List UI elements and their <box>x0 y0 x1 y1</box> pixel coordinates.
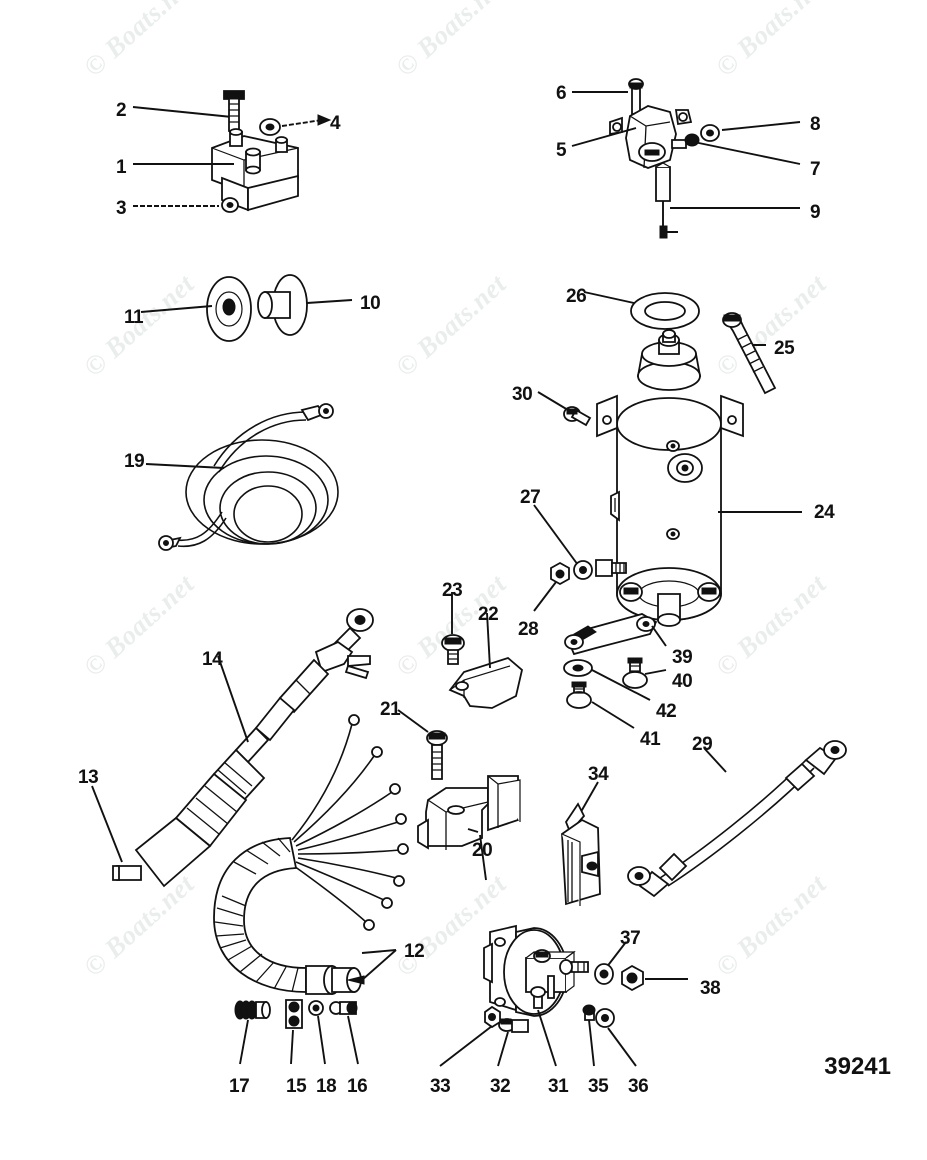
callout-15: 15 <box>286 1076 307 1097</box>
callout-31: 31 <box>548 1076 569 1097</box>
callout-40: 40 <box>672 671 693 692</box>
callout-18: 18 <box>316 1076 337 1097</box>
callout-37: 37 <box>620 928 641 949</box>
callout-4: 4 <box>330 113 341 134</box>
callout-2: 2 <box>116 100 127 121</box>
callout-20: 20 <box>472 840 493 861</box>
callout-6: 6 <box>556 83 567 104</box>
part-group-bracket-34 <box>561 781 601 906</box>
callout-11: 11 <box>124 307 144 328</box>
callout-28: 28 <box>518 619 539 640</box>
callout-41: 41 <box>640 729 661 750</box>
part-group-small-hardware <box>234 999 359 1065</box>
callout-14: 14 <box>202 649 223 670</box>
part-group-strap-hardware <box>563 613 667 729</box>
callout-39: 39 <box>672 647 693 668</box>
callout-19: 19 <box>124 451 145 472</box>
callout-17: 17 <box>229 1076 250 1097</box>
callout-32: 32 <box>490 1076 511 1097</box>
callout-23: 23 <box>442 580 463 601</box>
part-group-solenoid <box>439 924 688 1067</box>
part-group-coiled-cable <box>145 403 339 551</box>
callout-24: 24 <box>814 502 835 523</box>
callout-33: 33 <box>430 1076 451 1097</box>
callout-34: 34 <box>588 764 609 785</box>
part-group-ignition-coil <box>571 78 801 239</box>
callout-25: 25 <box>774 338 795 359</box>
callout-38: 38 <box>700 978 721 999</box>
callout-27: 27 <box>520 487 541 508</box>
callout-10: 10 <box>360 293 381 314</box>
callout-22: 22 <box>478 604 499 625</box>
part-group-bracket-22 <box>441 592 523 709</box>
part-group-battery-lead <box>91 608 374 888</box>
callout-9: 9 <box>810 202 821 223</box>
callout-13: 13 <box>78 767 99 788</box>
callout-42: 42 <box>656 701 677 722</box>
part-group-regulator <box>132 90 332 213</box>
part-group-wiring-harness <box>213 709 521 995</box>
part-group-pulley <box>140 274 353 342</box>
part-group-starter-motor <box>533 291 802 627</box>
diagram-number: 39241 <box>824 1053 891 1080</box>
callout-35: 35 <box>588 1076 609 1097</box>
callout-1: 1 <box>116 157 127 178</box>
callout-16: 16 <box>347 1076 368 1097</box>
callout-30: 30 <box>512 384 533 405</box>
callout-29: 29 <box>692 734 713 755</box>
callout-3: 3 <box>116 198 127 219</box>
callout-36: 36 <box>628 1076 649 1097</box>
callout-8: 8 <box>810 114 821 135</box>
callout-5: 5 <box>556 140 567 161</box>
callout-26: 26 <box>566 286 587 307</box>
callout-12: 12 <box>404 941 425 962</box>
part-group-battery-cable-29 <box>627 740 847 898</box>
callout-21: 21 <box>380 699 401 720</box>
callout-7: 7 <box>810 159 821 180</box>
